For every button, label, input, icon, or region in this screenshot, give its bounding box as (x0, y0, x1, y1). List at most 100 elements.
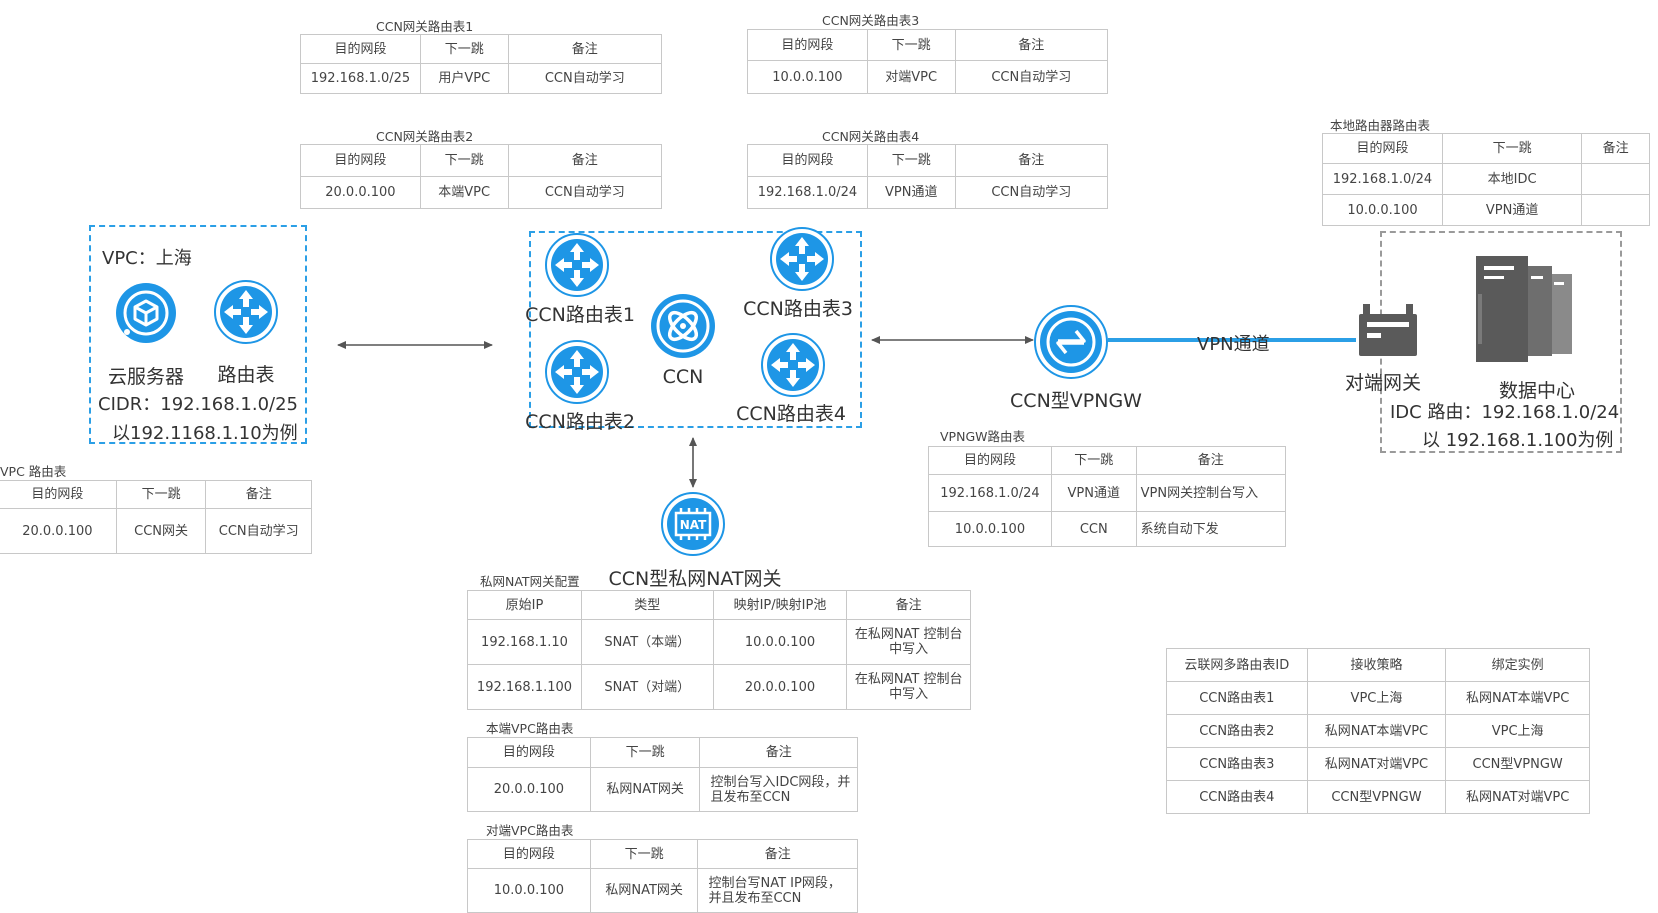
table-cell: 10.0.0.100 (467, 868, 591, 913)
table-cell: 本端VPC (419, 176, 509, 209)
route-table-label: 路由表 (217, 364, 275, 386)
table-header-row: 目的网段下一跳备注 (300, 144, 663, 177)
table-header-row: 目的网段下一跳备注 (467, 737, 858, 768)
table-header-cell: 备注 (846, 590, 971, 620)
table-header-cell: 备注 (205, 480, 312, 509)
table-cell: CCN路由表1 (1166, 681, 1308, 715)
ccn-rt2-caption: CCN网关路由表2 (376, 129, 474, 144)
table-cell: CCN自动学习 (205, 508, 312, 554)
table-cell: 控制台写入IDC网段，并且发布至CCN (699, 767, 858, 812)
table-cell: VPN通道 (1441, 194, 1583, 226)
table-cell: 10.0.0.100 (747, 60, 868, 94)
table-header-cell: 目的网段 (300, 144, 421, 177)
table-header-cell: 下一跳 (589, 737, 701, 768)
table-cell: 私网NAT对端VPC (1306, 747, 1447, 781)
table-header-cell: 目的网段 (467, 839, 591, 869)
table-cell: 192.168.1.0/25 (300, 63, 421, 94)
table-header-cell: 备注 (507, 144, 663, 177)
table-cell: CCN自动学习 (507, 176, 663, 209)
table-cell: 系统自动下发 (1135, 511, 1287, 547)
table-cell: 私网NAT本端VPC (1445, 681, 1590, 715)
table-cell: CCN型VPNGW (1306, 780, 1447, 814)
table-header-cell: 下一跳 (866, 144, 956, 177)
data-center-label: 数据中心 (1498, 380, 1576, 402)
table-cell: 对端VPC (866, 60, 956, 94)
table-cell (1581, 194, 1650, 226)
route-table-icon[interactable] (214, 280, 278, 344)
nat-icon-text: NAT (680, 518, 707, 532)
cloud-server-label: 云服务器 (107, 366, 185, 388)
table-cell: 192.168.1.100 (467, 664, 582, 710)
table-header-cell: 目的网段 (747, 144, 868, 177)
ccn-icon[interactable] (649, 292, 717, 360)
vpc-example: 以192.1168.1.10为例 (112, 423, 298, 444)
table-cell: 20.0.0.100 (0, 508, 117, 554)
table-header-row: 目的网段下一跳备注 (747, 29, 1109, 61)
table-header-cell: 原始IP (467, 590, 582, 620)
ccn-rt3-caption: CCN网关路由表3 (822, 13, 920, 28)
vpn-tunnel-label: VPN通道 (1197, 334, 1270, 355)
table-cell: 20.0.0.100 (467, 767, 591, 812)
ccn-rt1-label: CCN路由表1 (525, 304, 635, 326)
nat-cfg-caption: 私网NAT网关配置 (480, 574, 580, 589)
table-header-row: 目的网段下一跳备注 (928, 446, 1287, 475)
table-cell: 192.168.1.0/24 (928, 474, 1052, 512)
table-cell: CCN自动学习 (954, 60, 1109, 94)
table-cell: 192.168.1.10 (467, 619, 582, 665)
ccn-rt4-icon[interactable] (761, 333, 825, 397)
local-rt-caption: 本地路由器路由表 (1330, 118, 1431, 133)
table-cell: VPN通道 (1050, 474, 1137, 512)
vpngw-rt-caption: VPNGW路由表 (940, 429, 1025, 444)
table-header-row: 目的网段下一跳备注 (747, 144, 1109, 177)
ccn-box (529, 231, 862, 428)
idc-route: IDC 路由：192.168.1.0/24 (1390, 402, 1620, 423)
table-cell: CCN网关 (115, 508, 207, 554)
ccn-rt4-label: CCN路由表4 (736, 403, 846, 425)
vpngw-label: CCN型VPNGW (1010, 390, 1142, 412)
idc-example: 以 192.168.1.100为例 (1422, 430, 1614, 451)
peer-gateway-icon[interactable] (1357, 300, 1419, 360)
table-header-cell: 下一跳 (419, 144, 509, 177)
vpngw-icon[interactable] (1034, 305, 1108, 379)
local-vpc-rt-caption: 本端VPC路由表 (486, 721, 574, 736)
table-header-cell: 目的网段 (467, 737, 591, 768)
table-header-cell: 备注 (699, 737, 858, 768)
table-cell: 用户VPC (419, 63, 509, 94)
table-header-cell: 备注 (954, 29, 1109, 61)
table-cell: 20.0.0.100 (300, 176, 421, 209)
ccn-rt1-icon[interactable] (545, 233, 609, 297)
table-cell: 在私网NAT 控制台中写入 (846, 619, 971, 665)
vpc-title: VPC：上海 (102, 248, 192, 269)
table-header-row: 目的网段下一跳备注 (467, 839, 858, 869)
table-cell: 20.0.0.100 (712, 664, 848, 710)
table-header-cell: 备注 (1135, 446, 1287, 475)
ccn-rt2-icon[interactable] (545, 340, 609, 404)
table-header-cell: 映射IP/映射IP池 (712, 590, 848, 620)
table-cell: 控制台写NAT IP网段，并且发布至CCN (697, 868, 858, 913)
table-header-cell: 下一跳 (115, 480, 207, 509)
ccn-rt3-icon[interactable] (770, 227, 834, 291)
ccn-rt1-caption: CCN网关路由表1 (376, 19, 474, 34)
table-cell: SNAT（本端） (580, 619, 714, 665)
table-header-cell: 下一跳 (589, 839, 699, 869)
nat-gateway-icon[interactable]: NAT (661, 492, 725, 556)
cloud-server-icon[interactable] (113, 280, 179, 346)
table-cell: VPN通道 (866, 176, 956, 209)
table-cell: VPC上海 (1445, 714, 1590, 748)
